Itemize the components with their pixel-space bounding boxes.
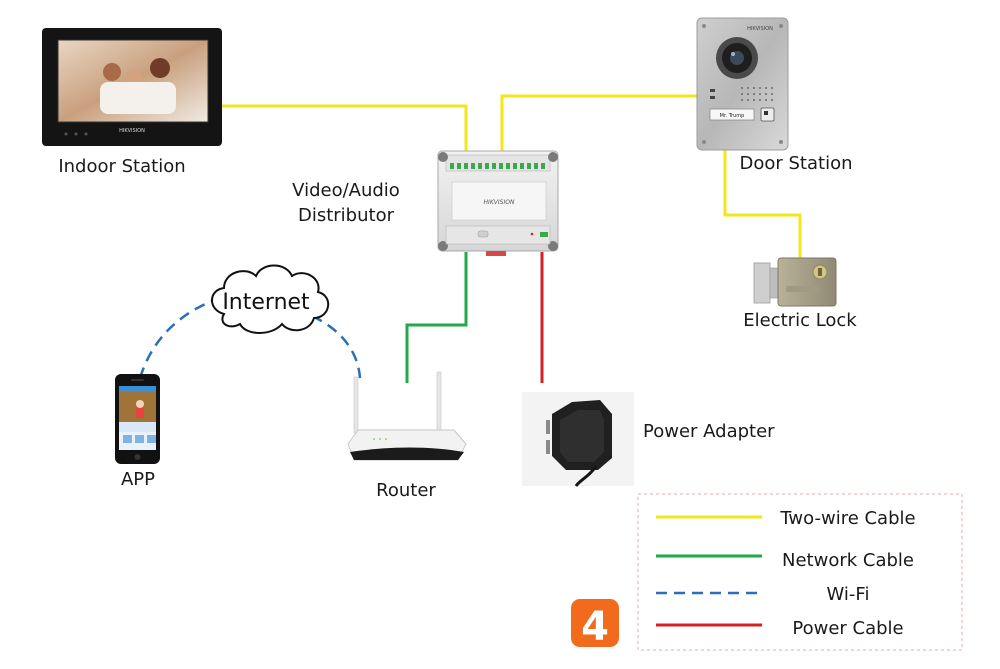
two-wire-cable-door [500,94,697,152]
distributor-brand: HIKVISION [484,199,515,206]
two-wire-cable-lock [723,150,802,258]
network-cable [405,252,468,383]
distributor-label-line1: Video/Audio [292,180,400,201]
legend-label-two-wire: Two-wire Cable [779,508,915,529]
two-wire-cable-indoor [222,104,468,152]
indoor-station: HIKVISION [42,28,222,146]
electric-lock [753,257,837,307]
internet-label: Internet [222,290,310,315]
legend-label-wifi: Wi-Fi [827,584,870,605]
internet-cloud: Internet [211,264,329,334]
app-smartphone [115,374,160,464]
router [347,371,467,461]
indoor-station-brand: HIKVISION [119,128,145,134]
video-audio-distributor: HIKVISION [437,150,559,256]
wifi-link-router [311,314,362,379]
step-badge: 4 [571,599,619,650]
step-badge-number: 4 [581,604,609,650]
legend-label-network: Network Cable [782,550,914,571]
door-station-nameplate: Mr. Trump [720,113,745,119]
door-station-brand: HIKVISION [747,26,773,32]
electric-lock-label: Electric Lock [743,310,857,331]
legend-label-power: Power Cable [792,618,903,639]
legend: Two-wire Cable Network Cable Wi-Fi Power… [637,493,963,651]
power-adapter [522,392,634,487]
router-label: Router [376,480,436,501]
wifi-link-app [138,294,226,379]
door-station: HIKVISION Mr. Trump [696,17,789,151]
power-adapter-label: Power Adapter [643,421,775,442]
indoor-station-label: Indoor Station [58,156,185,177]
distributor-label-line2: Distributor [298,205,395,226]
door-station-label: Door Station [739,153,852,174]
app-label: APP [121,469,155,490]
